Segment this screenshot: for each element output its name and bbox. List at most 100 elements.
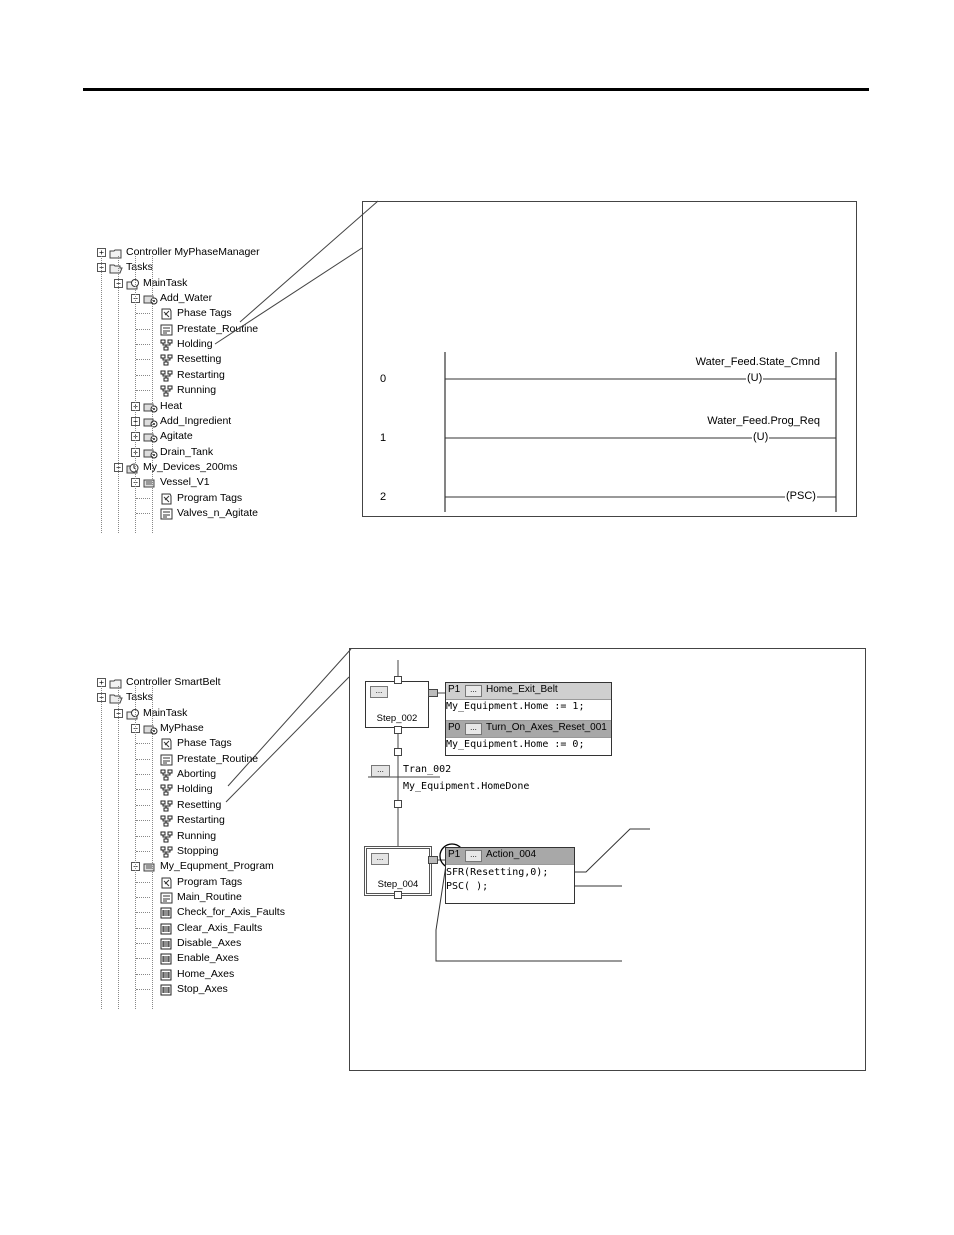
tree-item-label[interactable]: Program Tags — [177, 491, 243, 504]
tree-item-label[interactable]: My_Equpment_Program — [160, 860, 274, 873]
tags-icon — [160, 307, 173, 320]
routine-icon — [160, 507, 173, 520]
tree-item-label[interactable]: Prestate_Routine — [177, 752, 259, 765]
tree-item-label[interactable]: Tasks — [126, 691, 153, 704]
tree-item-label[interactable]: MainTask — [143, 276, 188, 289]
sfc-step-002[interactable]: ... Step_002 — [365, 681, 429, 728]
sfc-step-004[interactable]: ... Step_004 — [364, 846, 432, 896]
phase-icon — [143, 722, 158, 735]
rung-tag-name[interactable]: Water_Feed.State_Cmnd — [695, 356, 820, 368]
tree-connector — [136, 927, 150, 929]
tree-item-label[interactable]: Stop_Axes — [177, 983, 228, 995]
tree-guide-line — [118, 256, 119, 533]
ladder-routine-icon — [160, 968, 173, 981]
transition-name: Tran_002 — [403, 764, 452, 775]
tree-connector — [136, 359, 150, 361]
tree-guide-line — [135, 256, 136, 533]
action-qualifier: P0 — [448, 722, 461, 733]
ladder-routine-icon — [160, 906, 173, 919]
tree-item-label[interactable]: Holding — [177, 338, 213, 351]
tree-item-label[interactable]: Running — [177, 829, 217, 842]
tree-item-label[interactable]: Heat — [160, 399, 183, 412]
routine-icon — [160, 753, 173, 766]
tags-icon — [160, 876, 173, 889]
tree-connector — [136, 313, 150, 315]
sfc-routine-icon — [160, 814, 173, 827]
sfc-routine-icon — [160, 384, 173, 397]
step-label: Step_002 — [376, 713, 418, 724]
ladder-routine-icon — [160, 937, 173, 950]
tree-item-label[interactable]: Valves_n_Agitate — [177, 506, 258, 519]
tree-item-label[interactable]: Add_Water — [160, 292, 213, 305]
sfc-action-004[interactable]: P1 ... Action_004 SFR(Resetting,0); PSC(… — [445, 847, 575, 904]
tree-item-label[interactable]: Disable_Axes — [177, 936, 242, 949]
tags-icon — [160, 492, 173, 505]
action-header: P1 ... Home_Exit_Belt — [446, 683, 611, 700]
tree-item-label[interactable]: Add_Ingredient — [160, 414, 232, 427]
tree-item-label[interactable]: Phase Tags — [177, 737, 232, 750]
tree-item-label[interactable]: Program Tags — [177, 875, 243, 888]
action-code: My_Equipment.Home := 1; — [446, 701, 585, 712]
tree-item-label[interactable]: Main_Routine — [177, 890, 242, 903]
tags-icon — [160, 737, 173, 750]
program-icon — [143, 860, 156, 872]
unlatch-coil[interactable]: (U) — [752, 431, 770, 443]
tree-item-label[interactable]: My_Devices_200ms — [143, 460, 238, 473]
tree-guide-line — [101, 256, 102, 533]
tree-item-label[interactable]: MyPhase — [160, 722, 204, 735]
step-browse-button[interactable]: ... — [370, 686, 388, 698]
tree-item-label[interactable]: Resetting — [177, 353, 222, 366]
tree-item-label[interactable]: Drain_Tank — [160, 445, 214, 458]
tree-item-label[interactable]: Clear_Axis_Faults — [177, 921, 263, 934]
routine-icon — [160, 323, 173, 336]
tree-item-label[interactable]: Tasks — [126, 261, 153, 274]
sfc-action-home-exit-belt[interactable]: P1 ... Home_Exit_Belt My_Equipment.Home … — [445, 682, 612, 756]
action-code-sfr: SFR(Resetting,0); — [446, 867, 549, 878]
tree-item-label[interactable]: Prestate_Routine — [177, 322, 259, 335]
action-code-psc: PSC( ); — [446, 881, 489, 892]
tree-item-label[interactable]: Controller MyPhaseManager — [126, 246, 260, 258]
sfc-routine-icon — [160, 768, 173, 781]
action-browse-button[interactable]: ... — [465, 685, 482, 697]
sfc-routine-icon — [160, 783, 173, 796]
unlatch-coil[interactable]: (U) — [746, 372, 764, 384]
tree-item-label[interactable]: Running — [177, 384, 217, 397]
tree-item-label[interactable]: Vessel_V1 — [160, 476, 210, 489]
tree-connector — [136, 497, 150, 499]
tree-connector — [136, 912, 150, 914]
rung-number: 1 — [380, 432, 387, 444]
tree-item-label[interactable]: MainTask — [143, 706, 188, 719]
action-name: Turn_On_Axes_Reset_001 — [486, 722, 607, 733]
tree-item-label[interactable]: Phase Tags — [177, 307, 232, 320]
action-browse-button[interactable]: ... — [465, 723, 482, 735]
transition-browse-button[interactable]: ... — [371, 765, 390, 777]
phase-icon — [143, 292, 158, 305]
tree-item-label[interactable]: Controller SmartBelt — [126, 676, 221, 688]
tree-item-label[interactable]: Resetting — [177, 798, 222, 811]
tree-guide-line — [152, 686, 153, 1009]
rung-tag-name[interactable]: Water_Feed.Prog_Req — [707, 415, 820, 427]
tree-item-label[interactable]: Holding — [177, 783, 213, 796]
tree-item-label[interactable]: Check_for_Axis_Faults — [177, 906, 285, 919]
tree-item-label[interactable]: Home_Axes — [177, 967, 235, 980]
sfc-routine-icon — [160, 369, 173, 382]
tree-item-label[interactable]: Stopping — [177, 844, 219, 857]
action-qualifier: P1 — [448, 849, 461, 860]
tree-connector — [136, 989, 150, 990]
tree-item-label[interactable]: Restarting — [177, 814, 225, 827]
program-icon — [143, 476, 156, 488]
action-browse-button[interactable]: ... — [465, 850, 482, 862]
sfc-callout-box — [349, 648, 866, 1071]
step-browse-button[interactable]: ... — [371, 853, 389, 865]
tree-item-label[interactable]: Enable_Axes — [177, 952, 239, 965]
action-qualifier: P1 — [448, 684, 461, 695]
folder-open-icon — [109, 261, 123, 274]
psc-instruction[interactable]: (PSC) — [785, 490, 817, 502]
rung-number: 2 — [380, 491, 387, 503]
tree-item-label[interactable]: Restarting — [177, 368, 225, 381]
tree-connector — [136, 743, 150, 745]
tree-item-label[interactable]: Agitate — [160, 430, 193, 443]
tree-item-label[interactable]: Aborting — [177, 768, 217, 781]
sfc-link-connector — [394, 800, 402, 808]
tree-connector — [136, 344, 150, 346]
